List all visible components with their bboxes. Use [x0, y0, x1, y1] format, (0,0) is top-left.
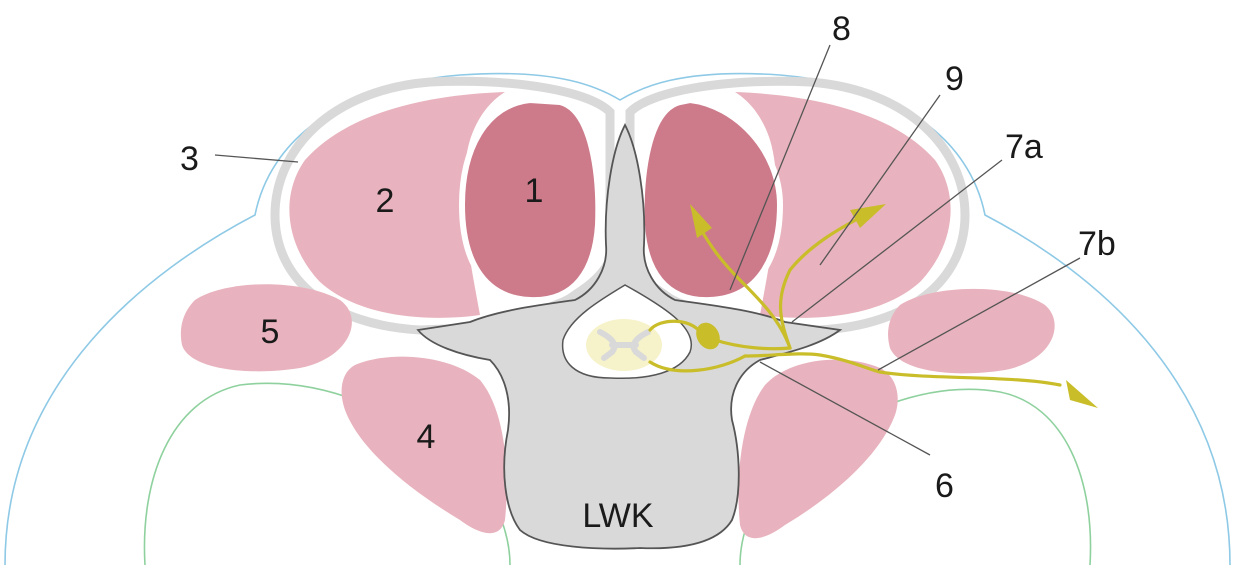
label-8: 8 — [832, 10, 851, 48]
label-9: 9 — [945, 60, 964, 98]
arrow-head-7b — [1066, 380, 1098, 408]
label-muscle-4: 4 — [417, 418, 436, 456]
label-7b: 7b — [1078, 225, 1116, 263]
label-fascia-3: 3 — [180, 140, 199, 178]
label-muscle-2: 2 — [376, 182, 395, 220]
label-6: 6 — [935, 467, 954, 505]
muscle-5-right — [888, 289, 1055, 373]
muscle-4-right — [738, 360, 897, 539]
label-muscle-5: 5 — [261, 313, 280, 351]
label-muscle-1: 1 — [525, 172, 544, 210]
label-7a: 7a — [1005, 128, 1043, 166]
label-vertebra: LWK — [582, 497, 653, 535]
